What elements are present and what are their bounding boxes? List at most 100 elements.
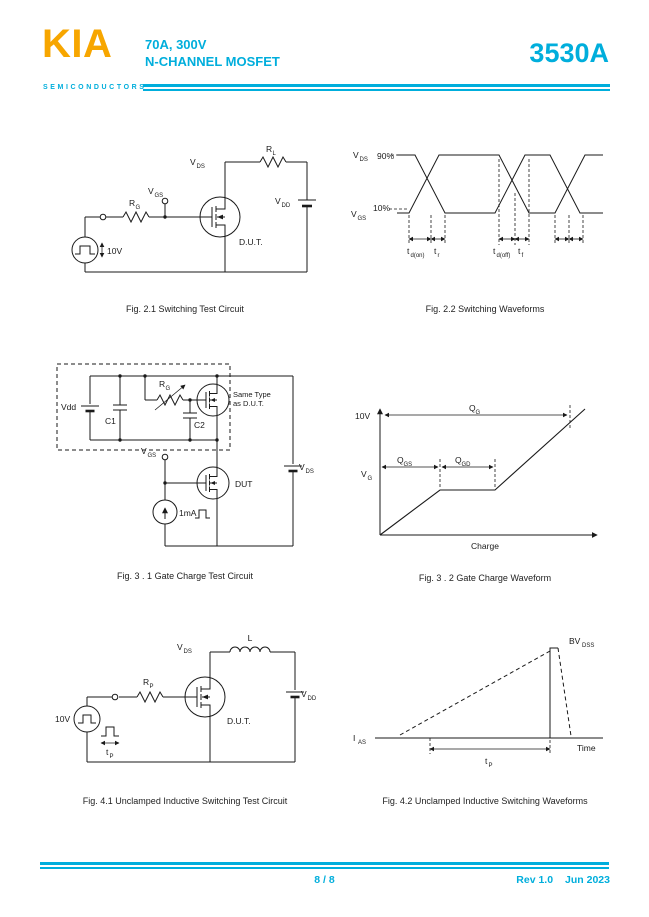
c1-label: C1 xyxy=(105,416,116,426)
inductor-icon xyxy=(229,646,271,653)
battery-vdd-icon xyxy=(298,199,316,208)
same-type-label-line1: Same Type xyxy=(233,390,271,399)
qgs-sub: GS xyxy=(404,462,413,468)
vds-sub: DS xyxy=(360,157,368,163)
fig-3-2-caption: Fig. 3 . 2 Gate Charge Waveform xyxy=(418,573,552,583)
pulse-voltage-label: 10V xyxy=(55,714,70,724)
current-source-icon xyxy=(152,499,178,525)
tp-label: t xyxy=(485,756,488,766)
pulse-voltage-label: 10V xyxy=(107,246,122,256)
tr-label: t xyxy=(434,246,437,256)
same-type-label-line2: as D.U.T. xyxy=(233,399,264,408)
vgs-label: V xyxy=(351,209,357,219)
vg-axis-sub: G xyxy=(368,476,373,482)
vdd-label: V xyxy=(275,196,281,206)
x-axis-label: Charge xyxy=(471,541,499,551)
gate-voltage-curve xyxy=(379,408,586,536)
footer-rule xyxy=(40,862,609,869)
rg-label: R xyxy=(129,198,135,208)
resistor-rp-icon xyxy=(136,690,164,704)
input-terminal xyxy=(111,693,119,701)
driver-boundary-box xyxy=(56,363,231,451)
current-label: 1mA xyxy=(179,508,197,518)
revision-text: Rev 1.0 xyxy=(516,874,554,886)
revision-date: Jun 2023 xyxy=(565,874,610,886)
resistor-rg-icon xyxy=(122,210,150,224)
pulse-generator-icon xyxy=(71,236,99,264)
vgs-sub: GS xyxy=(358,216,367,222)
mosfet-dut-icon xyxy=(199,162,241,272)
mosfet-dut-icon xyxy=(184,652,226,762)
vgs-waveform xyxy=(397,154,603,214)
vds-label: V xyxy=(190,157,196,167)
ias-sub: AS xyxy=(358,740,366,746)
capacitor-c1-icon xyxy=(113,376,127,440)
input-terminal xyxy=(99,213,107,221)
device-spec: 70A, 300V N-CHANNEL MOSFET xyxy=(145,36,280,70)
battery-vds-icon xyxy=(284,376,302,546)
fig-2-2-caption: Fig. 2.2 Switching Waveforms xyxy=(425,304,545,314)
part-number: 3530A xyxy=(529,38,609,68)
resistor-rl-icon xyxy=(259,155,287,169)
td-off-label: t xyxy=(493,246,496,256)
c2-label: C2 xyxy=(194,420,205,430)
unclamped-inductive-waveforms-diagram: BV DSS I AS t P Time xyxy=(353,636,603,769)
level-10v-label: 10V xyxy=(355,411,370,421)
unclamped-inductive-test-circuit-diagram: V DS L V DD R P 10V D.U.T. t P xyxy=(55,633,317,763)
tp-sub: P xyxy=(489,763,493,769)
vgs-sub: GS xyxy=(148,453,157,459)
fig-4-2-caption: Fig. 4.2 Unclamped Inductive Switching W… xyxy=(382,796,588,806)
rg-label: R xyxy=(159,379,165,389)
mosfet-same-type-icon xyxy=(196,376,230,440)
vds-label: V xyxy=(299,462,305,472)
dut-label: DUT xyxy=(235,479,252,489)
qg-sub: G xyxy=(476,410,481,416)
tf-sub: f xyxy=(522,253,524,259)
vgs-terminal xyxy=(161,197,169,205)
vds-label: V xyxy=(353,150,359,160)
inductor-label: L xyxy=(248,633,253,643)
dut-label: D.U.T. xyxy=(227,716,251,726)
dut-label: D.U.T. xyxy=(239,237,263,247)
vdd-sub: DD xyxy=(282,203,291,209)
vgs-terminal xyxy=(161,453,169,461)
tf-label: t xyxy=(518,246,521,256)
tp-sub: P xyxy=(110,754,114,760)
logo-subtext: SEMICONDUCTORS xyxy=(43,84,147,91)
td-off-sub: d(off) xyxy=(497,253,511,259)
pulse-generator-icon xyxy=(73,705,101,733)
tr-sub: r xyxy=(438,253,440,259)
vgs-sub: GS xyxy=(155,193,164,199)
rl-label: R xyxy=(266,144,272,154)
qgd-sub: GD xyxy=(462,462,472,468)
resistor-rg-variable-icon xyxy=(156,393,184,407)
rg-sub: G xyxy=(166,386,171,392)
switching-test-circuit-diagram: V DS R L V DD V GS R G 10V D.U.T. xyxy=(71,144,316,273)
vdd-sub: DD xyxy=(308,696,317,702)
ias-label: I xyxy=(353,733,355,743)
vdd-label: Vdd xyxy=(61,402,76,412)
vds-sub: DS xyxy=(306,469,314,475)
time-label: Time xyxy=(577,743,596,753)
rl-sub: L xyxy=(273,151,277,157)
vgs-label: V xyxy=(141,446,147,456)
rg-sub: G xyxy=(136,205,141,211)
capacitor-c2-icon xyxy=(183,400,197,440)
td-on-label: t xyxy=(407,246,410,256)
rp-sub: P xyxy=(150,684,154,690)
qgd-label: Q xyxy=(455,455,462,465)
gate-charge-waveform-diagram: 10V Q G Q GS Q GD V G Charge xyxy=(355,403,598,551)
switching-waveforms-diagram: V DS 90% 10% V GS t d(on) t r t d(off) t… xyxy=(351,150,603,259)
fig-2-1-caption: Fig. 2.1 Switching Test Circuit xyxy=(126,304,244,314)
page-indicator: 8 / 8 xyxy=(314,874,335,886)
mosfet-dut-icon xyxy=(196,440,230,546)
fig-4-1-caption: Fig. 4.1 Unclamped Inductive Switching T… xyxy=(82,796,288,806)
vgs-label: V xyxy=(148,186,154,196)
tp-label: t xyxy=(106,747,109,757)
gate-charge-test-circuit-diagram: Vdd C1 R G C2 Same Type as D.U.T. V GS D… xyxy=(56,363,314,547)
rp-label: R xyxy=(143,677,149,687)
vds-sub: DS xyxy=(184,649,192,655)
fig-3-1-caption: Fig. 3 . 1 Gate Charge Test Circuit xyxy=(117,571,253,581)
bvdss-label: BV xyxy=(569,636,581,646)
